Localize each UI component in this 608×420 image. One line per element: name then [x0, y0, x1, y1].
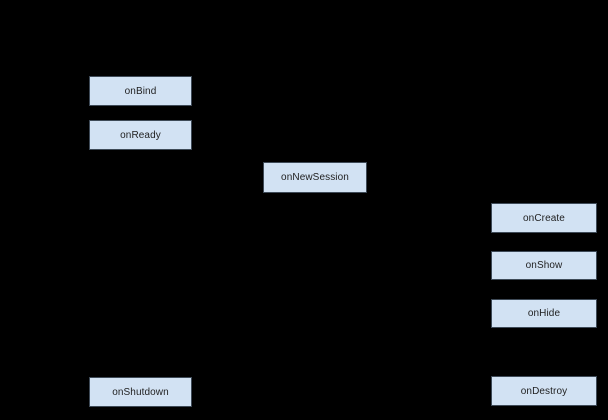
node-onbind: onBind [89, 76, 192, 106]
node-onshutdown: onShutdown [89, 377, 192, 407]
node-onnewsession: onNewSession [263, 162, 367, 193]
node-oncreate: onCreate [491, 203, 597, 233]
node-onshow: onShow [491, 251, 597, 280]
node-onready: onReady [89, 120, 192, 150]
node-onshutdown-label: onShutdown [112, 386, 169, 398]
node-onhide: onHide [491, 299, 597, 328]
node-ondestroy: onDestroy [491, 376, 597, 406]
node-onready-label: onReady [120, 129, 161, 141]
node-onhide-label: onHide [527, 308, 561, 319]
node-oncreate-label: onCreate [523, 212, 565, 224]
node-onshow-label: onShow [525, 260, 563, 271]
node-onbind-label: onBind [124, 85, 157, 97]
node-onnewsession-label: onNewSession [281, 172, 349, 183]
node-ondestroy-label: onDestroy [520, 385, 568, 397]
